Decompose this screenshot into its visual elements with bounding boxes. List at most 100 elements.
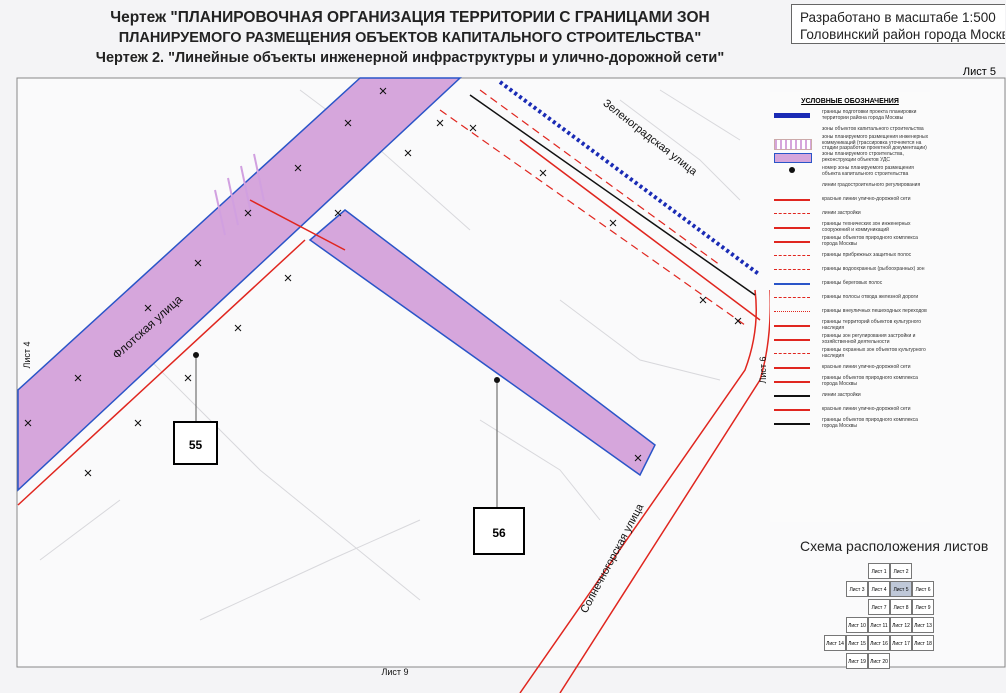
legend-item: границы зон регулирования застройки и хо… bbox=[774, 333, 930, 346]
scheme-cell: Лист 15 bbox=[846, 635, 868, 651]
scheme-cell: Лист 12 bbox=[890, 617, 912, 633]
legend-item: границы объектов природного комплекса го… bbox=[774, 235, 930, 248]
background-linework bbox=[39, 89, 741, 621]
legend-item: зоны планируемого размещения инженерных … bbox=[774, 135, 930, 151]
scheme-cell: Лист 20 bbox=[868, 653, 890, 669]
dot-56 bbox=[494, 377, 500, 383]
scheme-cell: Лист 4 bbox=[868, 581, 890, 597]
black-line bbox=[469, 94, 756, 296]
sheet-bottom-label: Лист 9 bbox=[381, 667, 408, 677]
legend-symbol bbox=[774, 152, 814, 163]
drawing-title: Чертеж "ПЛАНИРОВОЧНАЯ ОРГАНИЗАЦИЯ ТЕРРИТ… bbox=[40, 8, 780, 68]
legend-panel: УСЛОВНЫЕ ОБОЗНАЧЕНИЯ границы подготовки … bbox=[770, 92, 930, 522]
legend-symbol bbox=[774, 265, 814, 275]
legend-symbol bbox=[774, 335, 814, 345]
legend-item: красные линии улично-дорожной сети bbox=[774, 403, 930, 416]
legend-symbol bbox=[774, 293, 814, 303]
legend-item-label: зоны планируемого строительства, реконст… bbox=[822, 151, 904, 163]
legend-symbol bbox=[774, 223, 814, 233]
red-dashed bbox=[439, 89, 746, 326]
zone-56-box: 56 bbox=[473, 507, 525, 555]
scheme-cell: Лист 3 bbox=[846, 581, 868, 597]
legend-item-label: границы подготовки проекта планировки те… bbox=[822, 109, 917, 121]
legend-item-label: границы охранных зон объектов культурног… bbox=[822, 347, 926, 359]
legend-symbol bbox=[774, 405, 814, 415]
legend-symbol bbox=[774, 321, 814, 331]
legend-symbol bbox=[774, 181, 814, 191]
legend-item: красные линии улично-дорожной сети bbox=[774, 193, 930, 206]
legend-item: границы технических зон инженерных соору… bbox=[774, 221, 930, 234]
legend-symbol bbox=[774, 377, 814, 387]
legend-item-label: красные линии улично-дорожной сети bbox=[822, 363, 911, 370]
legend-symbol bbox=[774, 349, 814, 359]
legend-item: зоны объектов капитального строительства bbox=[774, 123, 930, 136]
district-text: Головинский район города Москвы bbox=[800, 27, 1005, 42]
cross-markers bbox=[24, 87, 742, 477]
current-sheet-label: Лист 5 bbox=[962, 66, 996, 78]
title-line-3: Чертеж 2. "Линейные объекты инженерной и… bbox=[95, 50, 725, 66]
legend-item-label: границы объектов природного комплекса го… bbox=[822, 375, 918, 387]
legend-item-label: красные линии улично-дорожной сети bbox=[822, 195, 911, 202]
legend-symbol bbox=[774, 391, 814, 401]
legend-symbol bbox=[774, 138, 814, 150]
legend-item-label: границы объектов природного комплекса го… bbox=[822, 235, 918, 247]
legend-item: границы береговых полос bbox=[774, 277, 930, 290]
legend-symbol bbox=[774, 419, 814, 429]
legend-item: линии застройки bbox=[774, 207, 930, 220]
title-line-2: ПЛАНИРУЕМОГО РАЗМЕЩЕНИЯ ОБЪЕКТОВ КАПИТАЛ… bbox=[118, 30, 702, 46]
scheme-cell: Лист 18 bbox=[912, 635, 934, 651]
legend-symbol bbox=[774, 209, 814, 219]
legend-item: зоны планируемого строительства, реконст… bbox=[774, 151, 930, 164]
legend-item-label: границы внеуличных пешеходных переходов bbox=[822, 307, 927, 314]
legend-item-label: границы прибрежных защитных полос bbox=[822, 251, 912, 258]
scheme-cell: Лист 2 bbox=[890, 563, 912, 579]
legend-item: линии градостроительного регулирования bbox=[774, 179, 930, 192]
legend-item-label: границы объектов природного комплекса го… bbox=[822, 417, 918, 429]
legend-title: УСЛОВНЫЕ ОБОЗНАЧЕНИЯ bbox=[801, 98, 899, 105]
legend-item: границы объектов природного комплекса го… bbox=[774, 375, 930, 388]
scheme-cell: Лист 1 bbox=[868, 563, 890, 579]
legend-symbol bbox=[774, 279, 814, 289]
legend-item-label: зоны объектов капитального строительства bbox=[822, 125, 924, 132]
legend-item: границы полосы отвода железной дороги bbox=[774, 291, 930, 304]
legend-item-label: границы полосы отвода железной дороги bbox=[822, 293, 919, 300]
legend-symbol bbox=[774, 125, 814, 135]
legend-item: границы подготовки проекта планировки те… bbox=[774, 109, 930, 122]
legend-item-label: границы береговых полос bbox=[822, 279, 883, 286]
legend-item: границы объектов природного комплекса го… bbox=[774, 417, 930, 430]
scheme-cell: Лист 16 bbox=[868, 635, 890, 651]
scheme-cell: Лист 7 bbox=[868, 599, 890, 615]
sheet-left-label: Лист 4 bbox=[22, 341, 32, 368]
legend-symbol bbox=[774, 251, 814, 261]
scheme-cell: Лист 5 bbox=[890, 581, 912, 597]
legend-item-label: номер зоны планируемого размещения объек… bbox=[822, 165, 914, 177]
legend-item: линии застройки bbox=[774, 389, 930, 402]
scheme-cell: Лист 9 bbox=[912, 599, 934, 615]
scheme-cell: Лист 8 bbox=[890, 599, 912, 615]
sheet-right-label: Лист 6 bbox=[758, 356, 768, 383]
scale-text: Разработано в масштабе 1:500 bbox=[800, 10, 996, 25]
zone-56-strip bbox=[308, 209, 656, 477]
scale-box: Разработано в масштабе 1:500 Головинский… bbox=[791, 4, 1005, 44]
title-line-1: Чертеж "ПЛАНИРОВОЧНАЯ ОРГАНИЗАЦИЯ ТЕРРИТ… bbox=[110, 9, 710, 26]
scheme-cell: Лист 11 bbox=[868, 617, 890, 633]
scheme-cell: Лист 19 bbox=[846, 653, 868, 669]
legend-symbol bbox=[774, 111, 814, 121]
legend-item-label: границы территорий объектов культурного … bbox=[822, 319, 921, 331]
legend-item: красные линии улично-дорожной сети bbox=[774, 361, 930, 374]
flotskaya-zone bbox=[17, 77, 462, 492]
legend-symbol bbox=[774, 237, 814, 247]
scheme-cell: Лист 10 bbox=[846, 617, 868, 633]
legend-item-label: границы технических зон инженерных соору… bbox=[822, 221, 911, 233]
legend-rows: границы подготовки проекта планировки те… bbox=[770, 109, 930, 430]
legend-item-label: границы зон регулирования застройки и хо… bbox=[822, 333, 916, 345]
scheme-cell: Лист 17 bbox=[890, 635, 912, 651]
legend-symbol bbox=[774, 363, 814, 373]
legend-item: номер зоны планируемого размещения объек… bbox=[774, 165, 930, 178]
legend-symbol bbox=[774, 166, 814, 177]
legend-item-label: красные линии улично-дорожной сети bbox=[822, 405, 911, 412]
legend-item-label: линии застройки bbox=[822, 209, 861, 216]
zone-55-box: 55 bbox=[173, 421, 218, 465]
scheme-cell: Лист 6 bbox=[912, 581, 934, 597]
